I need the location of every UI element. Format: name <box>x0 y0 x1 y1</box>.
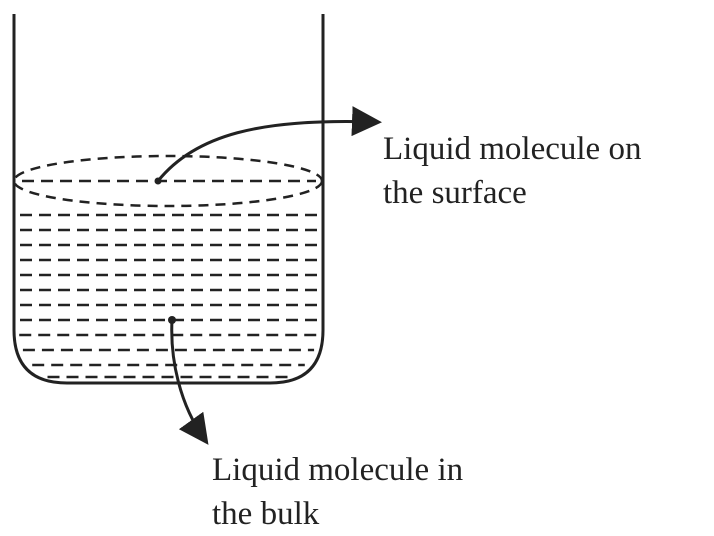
surface-label-line-2: the surface <box>383 175 527 211</box>
bulk-liquid-lines <box>19 213 318 379</box>
bulk-molecule-label: Liquid molecule in the bulk <box>212 448 463 536</box>
liquid-surface-ellipse <box>12 154 324 208</box>
bulk-label-line-1: Liquid molecule in <box>212 452 464 488</box>
container-outline <box>12 14 325 385</box>
bulk-label-line-2: the bulk <box>212 496 320 532</box>
surface-molecule-label: Liquid molecule on the surface <box>383 127 641 215</box>
surface-label-line-1: Liquid molecule on <box>383 131 642 167</box>
surface-arrow <box>156 106 382 182</box>
bulk-arrow <box>170 319 209 445</box>
